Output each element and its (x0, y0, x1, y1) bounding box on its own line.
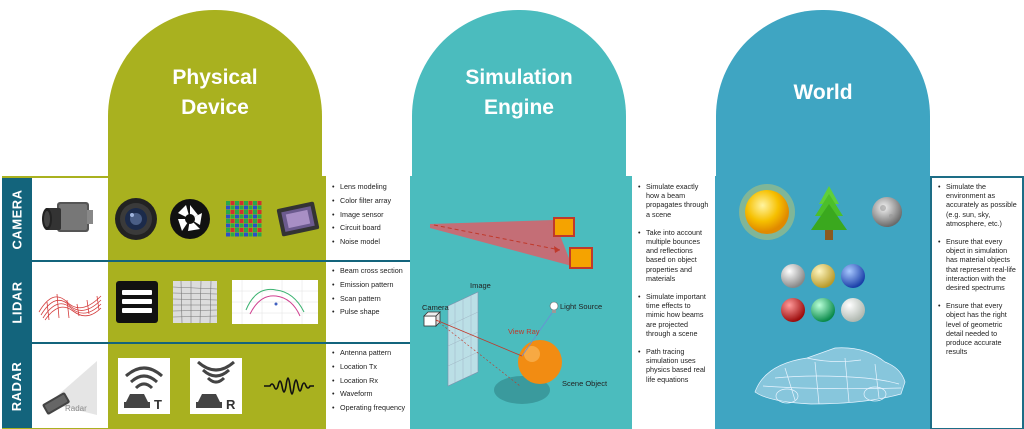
row-label-lidar: LIDAR (2, 262, 32, 342)
lidar-image-strip (108, 262, 326, 342)
camera-label: Camera (422, 303, 450, 312)
bullet-item: Image sensor (332, 210, 406, 219)
target-box-lower (569, 247, 593, 269)
bullet-item: Lens modeling (332, 182, 406, 191)
row-label-camera-text: CAMERA (9, 188, 25, 250)
world-bullet-list: Simulate the environment as accurately a… (932, 178, 1022, 428)
beam-ray (433, 224, 561, 251)
bullet-item: Ensure that every object has the right l… (938, 301, 1018, 356)
radar-rx-icon: R (190, 358, 242, 414)
radar-sensor-cell: Radar (32, 344, 108, 428)
tree-icon (811, 186, 847, 240)
bullet-item: Emission pattern (332, 280, 406, 289)
bullet-item: Simulate exactly how a beam propagates t… (638, 182, 711, 219)
camera-image-strip (108, 178, 326, 260)
row-label-lidar-text: LIDAR (9, 280, 25, 324)
row-separator (2, 260, 410, 262)
color-filter-icon (225, 201, 262, 237)
camera-icon (42, 202, 93, 232)
emission-plot-icon (232, 280, 319, 324)
bullet-item: Scan pattern (332, 294, 406, 303)
radar-sensor-caption: Radar (65, 404, 87, 413)
bullet-item: Ensure that every object in simulation h… (938, 237, 1018, 292)
light-source-icon (549, 301, 559, 313)
lens-icon (114, 198, 157, 240)
physical-device-title: Physical Device (172, 66, 258, 119)
world-title: World (793, 81, 853, 104)
bullet-item: Simulate the environment as accurately a… (938, 182, 1018, 228)
waveform-icon (264, 377, 314, 395)
bullet-item: Waveform (332, 389, 406, 398)
bullet-item: Pulse shape (332, 307, 406, 316)
radar-tx-icon: T (118, 358, 170, 414)
row-label-radar-text: RADAR (9, 361, 25, 411)
bullet-item: Circuit board (332, 223, 406, 232)
beam-shape (430, 220, 572, 266)
material-spheres-icon (781, 264, 865, 322)
world-header: World (716, 10, 930, 176)
simulation-engine-header: Simulation Engine (412, 10, 626, 176)
radar-rx-letter: R (226, 397, 236, 412)
bullet-item: Operating frequency (332, 403, 406, 412)
bullet-item: Simulate important time effects to mimic… (638, 292, 711, 338)
bullet-item: Color filter array (332, 196, 406, 205)
lidar-surface-icon (38, 293, 102, 321)
bullet-item: Noise model (332, 237, 406, 246)
bullet-item: Beam cross section (332, 266, 406, 275)
row-label-radar: RADAR (2, 344, 32, 428)
simulation-engine-title: Simulation Engine (465, 66, 573, 119)
sun-icon (739, 184, 795, 240)
radar-image-strip: T R (108, 344, 326, 428)
car-wireframe-icon (754, 347, 906, 405)
camera-bullet-list: Lens modelingColor filter arrayImage sen… (326, 178, 410, 260)
view-ray (435, 319, 523, 357)
lidar-sensor-cell (32, 262, 108, 342)
moon-icon (872, 197, 902, 227)
light-source-label: Light Source (560, 302, 602, 311)
aperture-icon (170, 199, 211, 239)
physical-device-header: Physical Device (108, 10, 322, 176)
bullet-item: Path tracing simulation uses physics bas… (638, 347, 711, 384)
bullet-item: Take into account multiple bounces and r… (638, 228, 711, 283)
simulation-bullet-list: Simulate exactly how a beam propagates t… (632, 178, 715, 428)
bullet-item: Location Tx (332, 362, 406, 371)
radar-tx-letter: T (154, 397, 162, 412)
scan-pattern-icon (172, 281, 217, 323)
lidar-bullet-list: Beam cross sectionEmission patternScan p… (326, 262, 410, 342)
bullet-item: Location Rx (332, 376, 406, 385)
radar-bullet-list: Antenna patternLocation Tx Location Rx Wav… (326, 344, 410, 428)
image-label: Image (470, 281, 491, 290)
camera-cube-icon (423, 311, 441, 327)
row-label-camera: CAMERA (2, 178, 32, 260)
bullet-item: Antenna pattern (332, 348, 406, 357)
view-ray-label: View Ray (508, 327, 540, 336)
scene-object-sphere (518, 340, 562, 384)
camera-sensor-cell (32, 178, 108, 260)
radar-sensor-icon: Radar (42, 361, 97, 415)
target-box-upper (553, 217, 575, 237)
shadow-ray (521, 309, 555, 357)
beam-bars-icon (115, 281, 158, 323)
row-separator (2, 342, 410, 344)
circuit-board-icon (277, 201, 320, 237)
scene-object-label: Scene Object (562, 379, 608, 388)
world-visuals (739, 184, 906, 405)
ray-tracing-diagram: Camera Image Light Source View Ray Scene… (422, 217, 608, 404)
